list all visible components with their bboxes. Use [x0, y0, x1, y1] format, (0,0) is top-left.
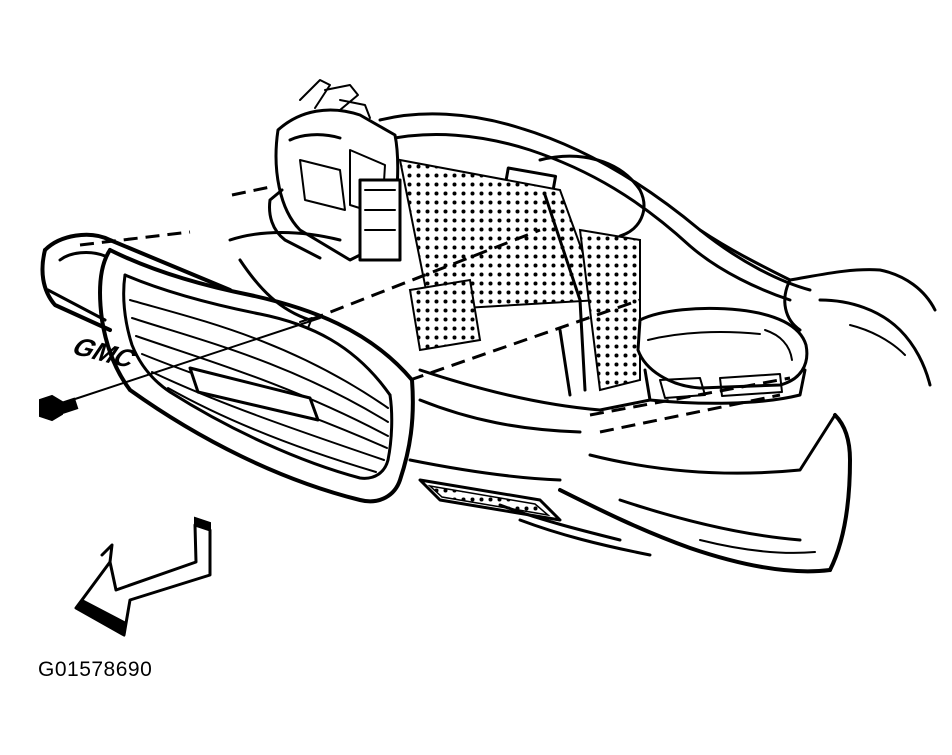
radiator-support — [378, 112, 937, 397]
arrow-forward-left-icon — [74, 516, 212, 637]
alignment-guides — [79, 184, 791, 434]
bolt-icon — [39, 394, 79, 422]
front-bumper — [40, 231, 852, 574]
fastener-leader-line — [71, 317, 321, 401]
left-headlamp — [268, 79, 402, 262]
grille-assembly: GMC — [66, 248, 415, 504]
figure-code-label: G01578690 — [38, 658, 153, 681]
